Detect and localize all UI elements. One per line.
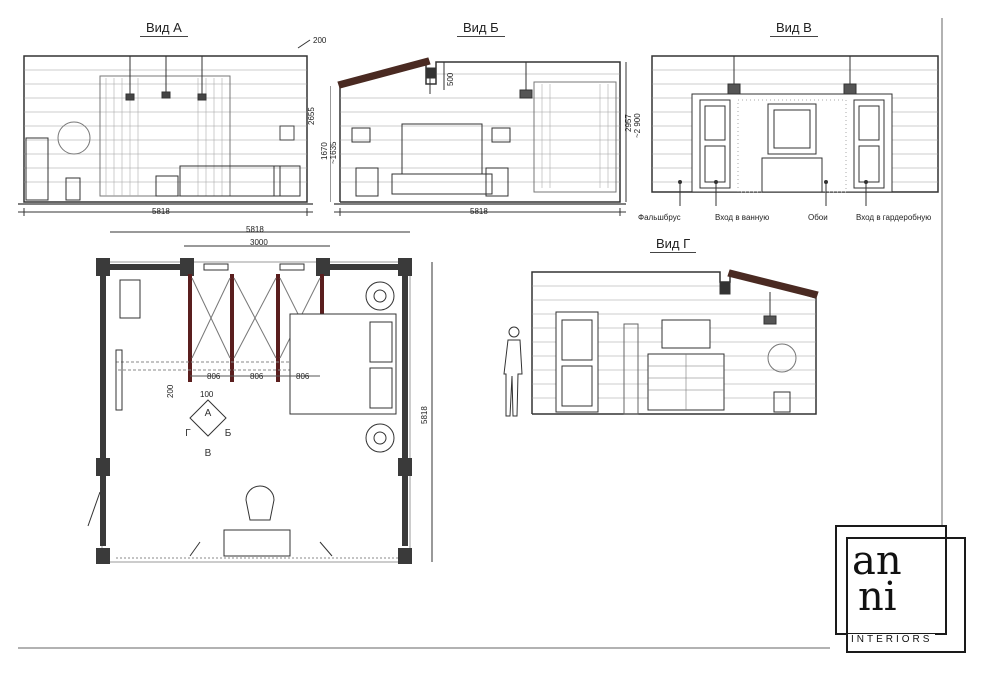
plan-dim-col-1: 806 — [207, 372, 221, 381]
plan-dim-200: 200 — [166, 384, 175, 398]
plan-dim-col-2: 806 — [250, 372, 264, 381]
view-b-dim-left2: ~1635 — [329, 141, 338, 164]
view-v-label-wallpaper: Обои — [808, 213, 828, 222]
view-b-dim-right2: ~2 900 — [633, 113, 642, 138]
view-b-width-dim: 5818 — [470, 207, 488, 216]
view-a-title: Вид А — [140, 20, 188, 37]
view-b-title: Вид Б — [457, 20, 505, 37]
view-v-label-bathroom: Вход в ванную — [715, 213, 770, 222]
logo-line2: ni — [858, 574, 897, 620]
compass-a: А — [205, 408, 212, 419]
view-b-dim-left1: 1670 — [320, 142, 329, 160]
view-a-elevation — [18, 39, 313, 216]
view-b-dim-500: 500 — [446, 72, 455, 86]
view-v-label-falshbrus: Фальшбрус — [638, 213, 681, 222]
plan-dim-top-outer: 5818 — [246, 225, 264, 234]
plan-dim-top-inner: 3000 — [250, 238, 268, 247]
view-b-elevation — [330, 57, 627, 216]
plan-dim-right: 5818 — [420, 406, 429, 424]
view-g-elevation — [503, 269, 819, 417]
plan-dim-100: 100 — [200, 390, 214, 399]
logo-sub: INTERIORS — [848, 634, 936, 645]
view-v-elevation — [651, 55, 939, 206]
compass-g: Г — [185, 428, 191, 439]
view-v-title: Вид В — [770, 20, 818, 37]
view-v-label-wardrobe: Вход в гардеробную — [856, 213, 932, 222]
logo-frame-inner — [846, 537, 966, 653]
view-b-dim-right1: 2957 — [624, 114, 633, 132]
view-g-title: Вид Г — [650, 236, 697, 253]
plan-dim-col-3: 806 — [296, 372, 310, 381]
compass-b: Б — [225, 428, 232, 439]
floor-plan: А Б В Г — [87, 231, 433, 564]
view-a-top-dim: 200 — [313, 36, 327, 45]
logo-line1: an — [852, 538, 902, 584]
view-a-height-dim: 2655 — [307, 107, 316, 125]
compass-v: В — [205, 448, 212, 459]
view-a-width-dim: 5818 — [152, 207, 170, 216]
